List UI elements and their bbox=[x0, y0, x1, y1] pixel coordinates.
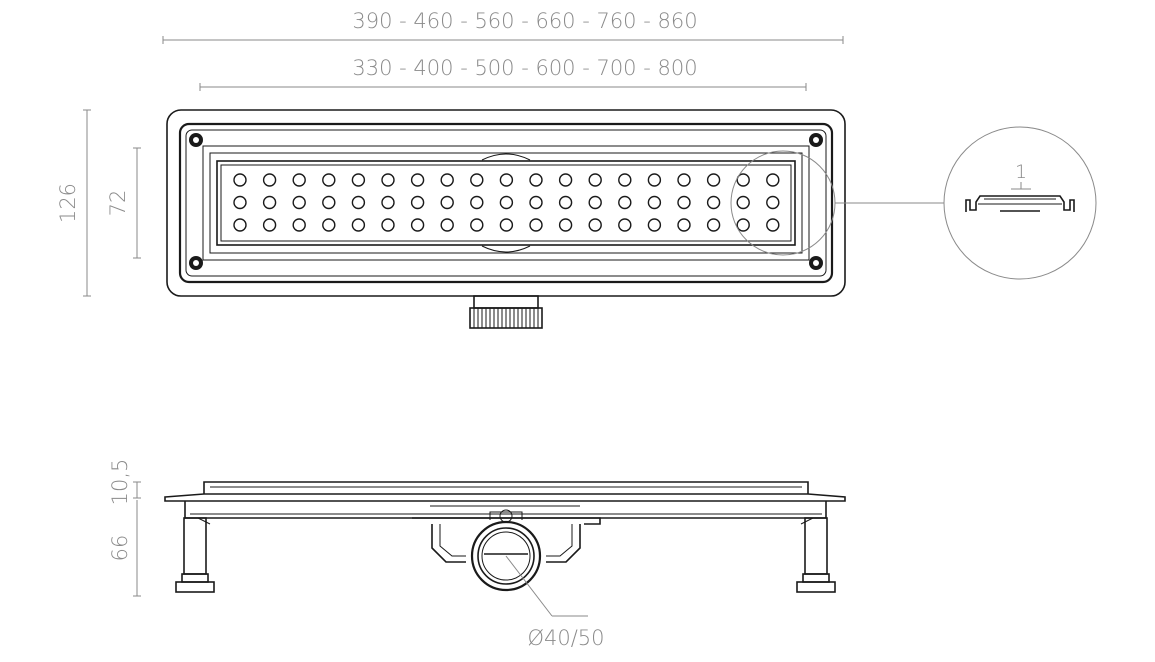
grate-hole bbox=[706, 218, 721, 232]
body-height-label: 66 bbox=[108, 535, 132, 562]
grate-hole bbox=[766, 218, 780, 232]
grate-hole bbox=[618, 218, 632, 232]
grate-hole bbox=[588, 195, 602, 210]
grate-hole bbox=[470, 195, 484, 210]
grate-hole bbox=[292, 195, 306, 210]
inner-length-label: 330 - 400 - 500 - 600 - 700 - 800 bbox=[352, 56, 697, 80]
grate-hole bbox=[677, 218, 691, 232]
grate-hole bbox=[233, 195, 247, 210]
grate-hole bbox=[292, 173, 306, 187]
grate-hole bbox=[647, 218, 662, 232]
grate-hole bbox=[558, 173, 573, 187]
grate-hole bbox=[381, 218, 395, 232]
grate-hole bbox=[766, 173, 780, 187]
detail-callout-number: 1 bbox=[1015, 161, 1027, 183]
screw-icon bbox=[189, 133, 823, 270]
outer-length-dimension: 390 - 460 - 560 - 660 - 760 - 860 bbox=[162, 9, 844, 44]
total-height-label: 126 bbox=[56, 183, 80, 223]
grate-hole bbox=[440, 218, 454, 232]
outer-length-label: 390 - 460 - 560 - 660 - 760 - 860 bbox=[352, 9, 697, 33]
grate-hole bbox=[233, 173, 247, 187]
body-height-dimension: 66 bbox=[108, 500, 141, 597]
threaded-outlet bbox=[469, 295, 543, 329]
grate-hole bbox=[470, 173, 484, 187]
grate-hole bbox=[410, 195, 425, 210]
grate-hole bbox=[499, 195, 514, 210]
grate-hole bbox=[588, 218, 602, 232]
grate-hole bbox=[351, 218, 366, 232]
grate-hole bbox=[351, 173, 366, 187]
right-leg bbox=[796, 517, 836, 593]
frame-thickness-dimension: 10,5 bbox=[108, 459, 141, 506]
grate-hole bbox=[381, 173, 395, 187]
grate-hole bbox=[736, 218, 750, 232]
grate-hole bbox=[647, 173, 662, 187]
grate-hole bbox=[529, 195, 543, 210]
total-height-dimension: 126 bbox=[56, 109, 91, 297]
left-leg bbox=[175, 517, 215, 593]
plan-view bbox=[166, 109, 944, 329]
outlet-diameter-label: Ø40/50 bbox=[527, 626, 604, 650]
grate-holes bbox=[233, 173, 780, 232]
side-elevation: Ø40/50 bbox=[164, 481, 846, 650]
grate-hole bbox=[440, 195, 454, 210]
grate-hole bbox=[706, 195, 721, 210]
grate-hole bbox=[529, 218, 543, 232]
inner-length-dimension: 330 - 400 - 500 - 600 - 700 - 800 bbox=[199, 56, 807, 91]
grate-hole bbox=[499, 218, 514, 232]
grate-hole bbox=[262, 173, 277, 187]
detail-callout: 1 bbox=[943, 126, 1097, 280]
grate-hole bbox=[262, 195, 277, 210]
grate-hole bbox=[736, 173, 750, 187]
grate-hole bbox=[322, 195, 336, 210]
grate-hole bbox=[322, 173, 336, 187]
grate-hole bbox=[292, 218, 306, 232]
grate-hole bbox=[529, 173, 543, 187]
grate-hole bbox=[262, 218, 277, 232]
grate-hole bbox=[588, 173, 602, 187]
grate-height-dimension: 72 bbox=[106, 147, 141, 259]
grate-hole bbox=[410, 173, 425, 187]
grate-hole bbox=[410, 218, 425, 232]
frame-thickness-label: 10,5 bbox=[108, 459, 132, 506]
grate-hole bbox=[618, 195, 632, 210]
grate-hole bbox=[618, 173, 632, 187]
grate-height-label: 72 bbox=[106, 190, 130, 217]
grate-hole bbox=[381, 195, 395, 210]
grate-hole bbox=[499, 173, 514, 187]
grate-hole bbox=[351, 195, 366, 210]
grate-hole bbox=[677, 173, 691, 187]
outlet-body bbox=[412, 500, 601, 592]
grate-hole bbox=[322, 218, 336, 232]
grate-hole bbox=[706, 173, 721, 187]
grate-hole bbox=[647, 195, 662, 210]
grate-hole bbox=[558, 218, 573, 232]
grate-hole bbox=[470, 218, 484, 232]
grate-hole bbox=[766, 195, 780, 210]
grate-hole bbox=[558, 195, 573, 210]
grate-hole bbox=[233, 218, 247, 232]
grate-hole bbox=[677, 195, 691, 210]
grate-hole bbox=[440, 173, 454, 187]
grate-hole bbox=[736, 195, 750, 210]
